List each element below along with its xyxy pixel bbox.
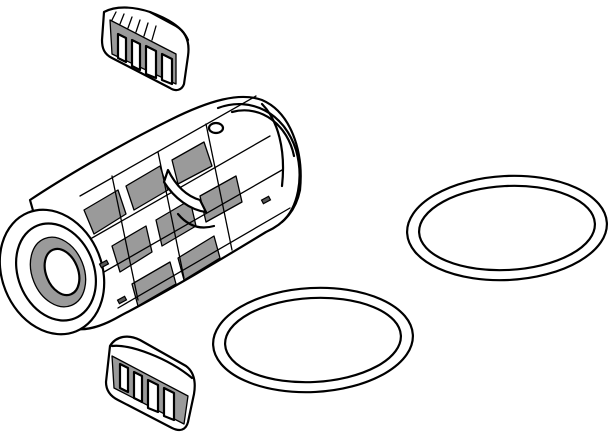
top-clip <box>100 6 190 92</box>
small-o-ring <box>211 286 415 394</box>
cartridge-body <box>0 95 302 336</box>
bottom-clip <box>104 335 196 432</box>
large-o-ring <box>405 174 609 282</box>
